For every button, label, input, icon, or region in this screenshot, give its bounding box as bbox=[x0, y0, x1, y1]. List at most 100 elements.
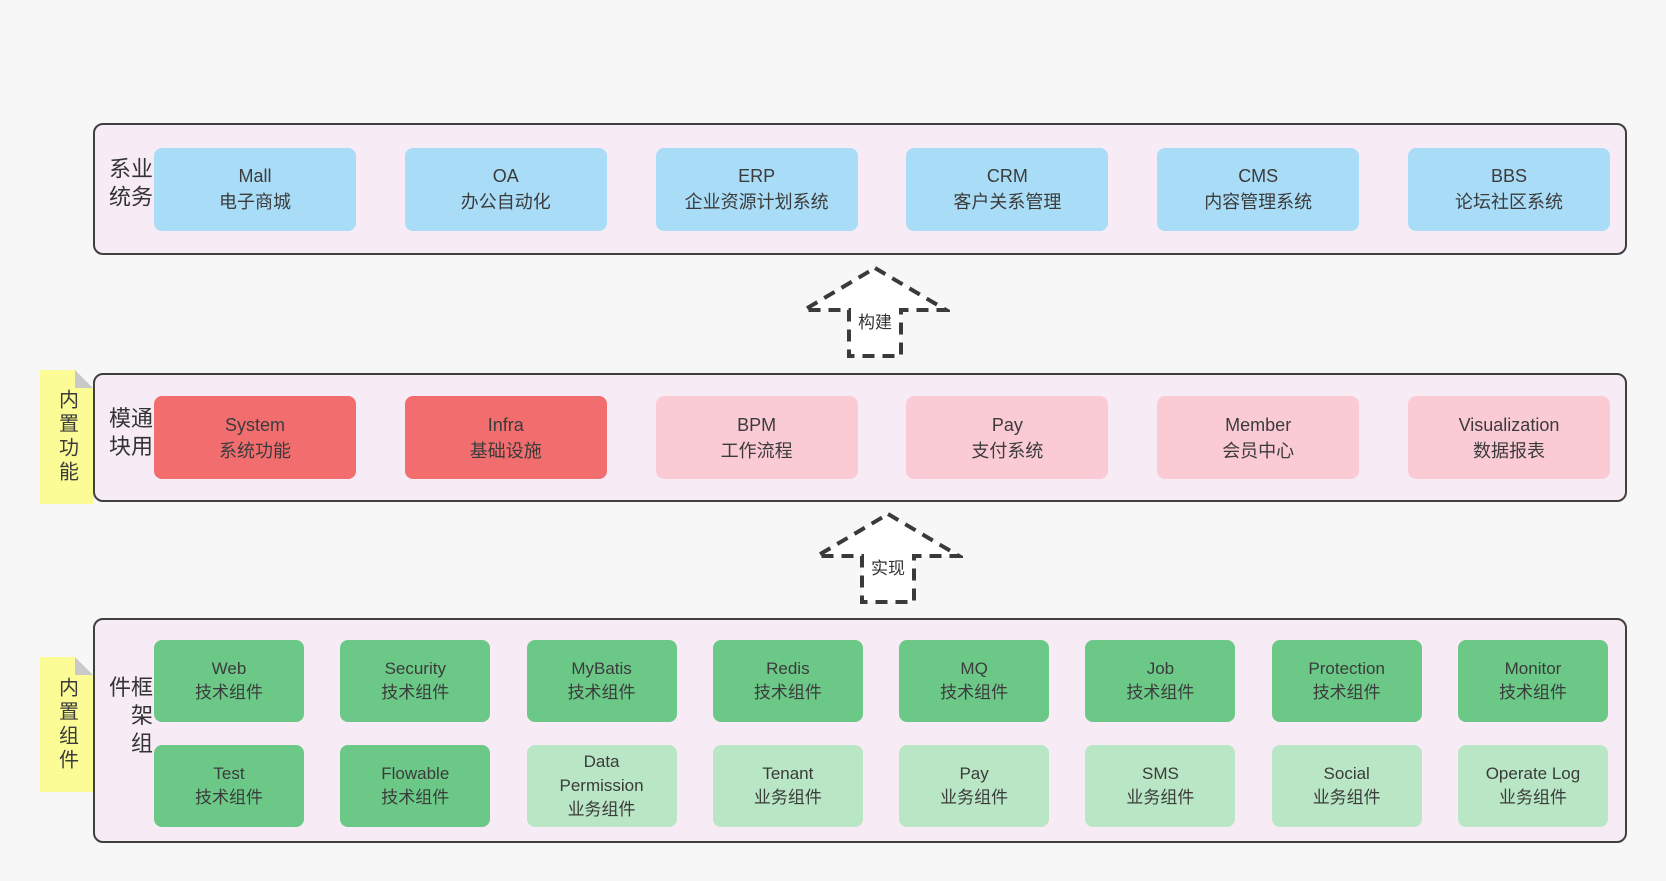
box-subtitle: 技术组件 bbox=[381, 683, 450, 702]
band-components-side-label: 框架组件 bbox=[106, 675, 153, 760]
box-subtitle: 技术组件 bbox=[567, 683, 636, 702]
folded-corner-icon bbox=[75, 657, 93, 675]
box-subtitle: 技术组件 bbox=[195, 788, 263, 807]
box-subtitle: 支付系统 bbox=[971, 440, 1044, 461]
box-title: CRM bbox=[986, 166, 1028, 186]
build-arrow-label: 构建 bbox=[857, 308, 893, 333]
box-sms: SMS 业务组件 bbox=[1085, 745, 1236, 827]
box-title: Social bbox=[1323, 764, 1370, 783]
box-tenant: Tenant 业务组件 bbox=[712, 745, 863, 827]
box-title: Visualization bbox=[1458, 414, 1560, 435]
box-member: Member 会员中心 bbox=[1157, 396, 1360, 479]
box-subtitle: 技术组件 bbox=[1126, 683, 1195, 702]
box-title: Operate Log bbox=[1485, 764, 1581, 783]
box-title: System bbox=[224, 414, 285, 435]
box-redis: Redis 技术组件 bbox=[712, 640, 863, 722]
box-title: Infra bbox=[487, 414, 524, 435]
build-arrow-icon: 构建 bbox=[800, 264, 950, 360]
box-subtitle: 业务组件 bbox=[940, 788, 1009, 807]
business-boxes-row: Mall 电子商城 OA 办公自动化 ERP 企业资源计划系统 CRM 客户关系管理 CMS 内容… bbox=[154, 125, 1610, 253]
box-subtitle: 技术组件 bbox=[940, 683, 1009, 702]
box-subtitle: 技术组件 bbox=[753, 683, 822, 702]
box-subtitle: 工作流程 bbox=[720, 440, 793, 461]
box-title: CMS bbox=[1238, 166, 1279, 186]
implement-arrow-icon: 实现 bbox=[813, 510, 963, 606]
band-business-systems: 业务系统 Mall 电子商城 OA 办公自动化 ERP 企业资源计划系统 CRM 客户关系管理… bbox=[93, 123, 1627, 255]
box-subtitle: 技术组件 bbox=[381, 788, 450, 807]
box-subtitle: 电子商城 bbox=[219, 192, 291, 212]
box-subtitle: 会员中心 bbox=[1222, 440, 1295, 461]
box-bbs: BBS 论坛社区系统 bbox=[1407, 147, 1610, 231]
box-subtitle: 业务组件 bbox=[567, 800, 636, 819]
box-test: Test 技术组件 bbox=[154, 745, 304, 827]
box-monitor: Monitor 技术组件 bbox=[1457, 640, 1608, 722]
box-crm: CRM 客户关系管理 bbox=[906, 147, 1109, 231]
sticky-note-builtin-features-label: 内置功能 bbox=[55, 389, 78, 485]
box-title: Redis bbox=[766, 659, 810, 678]
band-modules-side-label: 通用模块 bbox=[106, 406, 153, 463]
box-title: Job bbox=[1146, 659, 1175, 678]
box-cms: CMS 内容管理系统 bbox=[1157, 147, 1360, 231]
box-operate-log: Operate Log 业务组件 bbox=[1457, 745, 1608, 827]
box-protection: Protection 技术组件 bbox=[1271, 640, 1422, 722]
box-subtitle: 系统功能 bbox=[219, 440, 291, 461]
box-title: Security bbox=[384, 659, 446, 678]
box-subtitle: 数据报表 bbox=[1472, 440, 1545, 461]
box-subtitle: 内容管理系统 bbox=[1204, 192, 1313, 212]
box-title: OA bbox=[492, 166, 519, 186]
box-subtitle: 论坛社区系统 bbox=[1454, 192, 1563, 212]
box-subtitle: 业务组件 bbox=[1312, 788, 1381, 807]
box-subtitle: 技术组件 bbox=[1312, 683, 1381, 702]
box-visualization: Visualization 数据报表 bbox=[1407, 396, 1610, 479]
box-social: Social 业务组件 bbox=[1271, 745, 1422, 827]
box-data-permission: Data Permission 业务组件 bbox=[526, 745, 677, 827]
folded-corner-icon bbox=[75, 370, 93, 388]
band-business-side-label: 业务系统 bbox=[106, 157, 153, 213]
box-system: System 系统功能 bbox=[154, 396, 356, 479]
box-subtitle: 技术组件 bbox=[1498, 683, 1567, 702]
box-pay: Pay 业务组件 bbox=[899, 745, 1050, 827]
sticky-note-builtin-components: 内置组件 bbox=[40, 657, 93, 792]
box-title: Monitor bbox=[1504, 659, 1562, 678]
box-title: Test bbox=[213, 764, 245, 783]
sticky-note-builtin-components-label: 内置组件 bbox=[55, 676, 78, 773]
box-flowable: Flowable 技术组件 bbox=[340, 745, 491, 827]
box-title: Data Permission bbox=[559, 752, 644, 795]
box-subtitle: 技术组件 bbox=[195, 683, 263, 702]
box-title: SMS bbox=[1141, 764, 1179, 783]
box-mall: Mall 电子商城 bbox=[154, 147, 356, 231]
box-erp: ERP 企业资源计划系统 bbox=[655, 147, 858, 231]
box-subtitle: 业务组件 bbox=[1498, 788, 1567, 807]
box-subtitle: 客户关系管理 bbox=[953, 192, 1062, 212]
box-title: Member bbox=[1225, 414, 1292, 435]
box-subtitle: 企业资源计划系统 bbox=[684, 192, 829, 212]
box-title: Flowable bbox=[381, 764, 450, 783]
box-title: Web bbox=[211, 659, 247, 678]
box-mq: MQ 技术组件 bbox=[899, 640, 1050, 722]
box-title: Protection bbox=[1308, 659, 1385, 678]
box-job: Job 技术组件 bbox=[1085, 640, 1236, 722]
implement-arrow-label: 实现 bbox=[870, 554, 906, 579]
box-oa: OA 办公自动化 bbox=[404, 147, 607, 231]
box-title: Pay bbox=[959, 764, 989, 783]
box-subtitle: 业务组件 bbox=[753, 788, 822, 807]
box-subtitle: 办公自动化 bbox=[460, 192, 551, 212]
box-title: Mall bbox=[238, 166, 272, 186]
box-title: ERP bbox=[738, 166, 776, 186]
sticky-note-builtin-features: 内置功能 bbox=[40, 370, 93, 504]
box-title: Pay bbox=[991, 414, 1023, 435]
box-subtitle: 业务组件 bbox=[1126, 788, 1195, 807]
box-title: BBS bbox=[1490, 166, 1527, 186]
box-title: Tenant bbox=[762, 764, 814, 783]
box-title: MQ bbox=[960, 659, 988, 678]
